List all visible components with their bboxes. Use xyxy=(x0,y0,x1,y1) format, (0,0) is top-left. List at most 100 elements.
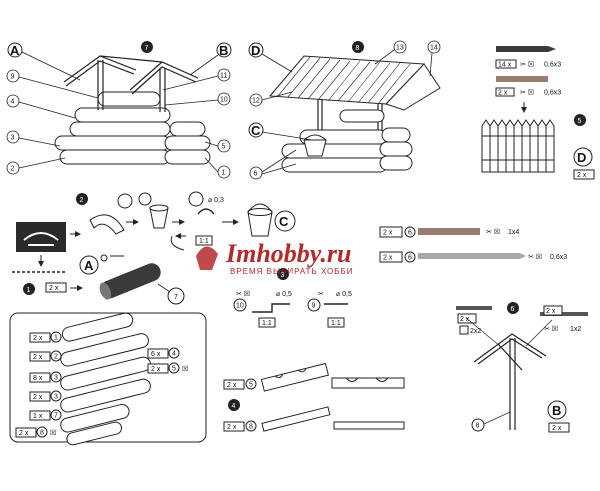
svg-text:☒: ☒ xyxy=(50,429,56,437)
step4-part-5: 5 xyxy=(249,382,253,389)
plist-qty-1: 2 x xyxy=(33,335,43,342)
qty-2x-D: 2 x xyxy=(577,172,587,179)
svg-text:✂ ☒: ✂ ☒ xyxy=(486,228,500,236)
callout-13: 13 xyxy=(396,45,404,52)
size-1x2: 1x2 xyxy=(570,326,581,333)
callout-4: 4 xyxy=(11,99,15,106)
qty-2x-2x2: 2 x xyxy=(460,316,470,323)
plist-part-3a: 3 xyxy=(54,375,58,382)
plist-part-1: 1 xyxy=(54,335,58,342)
section-letter-B: B xyxy=(219,43,228,58)
bucket-card xyxy=(16,222,66,252)
wire-d03: ⌀ 0,3 xyxy=(208,197,224,204)
ratio-bucket: 1:1 xyxy=(199,238,209,245)
callouts-step-7 xyxy=(6,68,231,179)
callout-9: 9 xyxy=(11,74,15,81)
plist-part-8: 8 xyxy=(40,430,44,437)
callout-7-roller: 7 xyxy=(174,294,178,301)
step-4-planks: 2 x 5 4 2 x 8 xyxy=(223,362,405,432)
qty-2x-s4a: 2 x xyxy=(227,382,237,389)
wire-d05-b: ⌀ 0,5 xyxy=(336,291,352,298)
label-A-top: A xyxy=(7,42,81,81)
step-3-wires: 3 ✂ ☒ ⌀ 0,5 ✂ ⌀ 0,5 10 9 1:1 1:1 xyxy=(233,268,352,328)
qty-2x-6a: 2 x xyxy=(383,230,393,237)
plist-part-2: 2 xyxy=(54,354,58,361)
svg-text:✂ ☒: ✂ ☒ xyxy=(520,61,534,69)
ratio-wire-a: 1:1 xyxy=(262,320,272,327)
step4-part-8: 8 xyxy=(249,424,253,431)
label-C-top: C xyxy=(248,122,313,141)
parts-list-panel: 2 x 1 2 x 2 8 x 3 2 x 3 1 x 7 2 x 8 ☒ xyxy=(9,312,207,446)
size-06x3-c: 0,6x3 xyxy=(550,254,567,261)
step6-part-8: 8 xyxy=(476,423,480,430)
callout-6: 6 xyxy=(254,171,258,178)
dark-plank xyxy=(496,46,548,52)
plist-qty-2: 2 x xyxy=(33,354,43,361)
size-1x4: 1x4 xyxy=(508,229,519,236)
callout-3: 3 xyxy=(11,135,15,142)
step-badge-5: 5 xyxy=(578,118,582,125)
plist-qty-8: 2 x xyxy=(19,430,29,437)
section-letter-D: D xyxy=(251,43,260,58)
svg-text:✂: ✂ xyxy=(318,291,324,298)
label-B-top: B xyxy=(189,42,232,76)
step-badge-3: 3 xyxy=(281,272,285,279)
qty-2x-fence: 2 x xyxy=(498,90,508,97)
step-badge-7: 7 xyxy=(145,45,149,52)
qty-2x-B: 2 x xyxy=(552,425,562,432)
step-badge-6: 6 xyxy=(511,306,515,313)
callout-5: 5 xyxy=(222,144,226,151)
step-5-fence-parts: 14 x ✂ ☒ 0,6x3 2 x ✂ ☒ 0,6x3 5 D 2 x xyxy=(481,46,595,180)
callout-14: 14 xyxy=(430,45,438,52)
callout-2: 2 xyxy=(11,166,15,173)
part-6-b: 6 xyxy=(408,255,412,262)
callout-12: 12 xyxy=(252,98,260,105)
callouts-step-8 xyxy=(249,40,441,180)
section-letter-A: A xyxy=(10,43,20,58)
step-7-well-frame: 7 xyxy=(54,41,211,165)
section-letter-C: C xyxy=(251,123,261,138)
watermark-brand: Imhobby.ru xyxy=(225,239,351,268)
callout-9-wire: 9 xyxy=(312,303,316,310)
svg-text:✂ ☒: ✂ ☒ xyxy=(520,89,534,97)
qty-2x-roller: 2 x xyxy=(49,285,59,292)
section-letter-D-fence: D xyxy=(577,150,586,165)
svg-text:✂ ☒: ✂ ☒ xyxy=(544,325,558,333)
plist-qty-1x: 1 x xyxy=(33,413,43,420)
plist-qty-6x: 6 x xyxy=(151,351,161,358)
watermark: Imhobby.ru ВРЕМЯ ВЫБИРАТЬ ХОББИ xyxy=(196,239,354,276)
callout-10-wire: 10 xyxy=(236,303,244,310)
section-letter-A-roller: A xyxy=(84,258,94,273)
plist-part-3b: 3 xyxy=(54,394,58,401)
qty-14x: 14 x xyxy=(498,62,512,69)
step-badge-4: 4 xyxy=(232,403,236,410)
parts-list-rows: 2 x 1 2 x 2 8 x 3 2 x 3 1 x 7 2 x 8 ☒ xyxy=(15,331,188,438)
step-badge-8: 8 xyxy=(356,45,360,52)
size-06x3-a: 0,6x3 xyxy=(544,62,561,69)
callout-1: 1 xyxy=(222,170,226,177)
qty-2x-1x2: 2 x xyxy=(546,308,556,315)
svg-text:☒: ☒ xyxy=(182,365,188,373)
part-6-a: 6 xyxy=(408,230,412,237)
step-1-roller: 1 2 x A 7 xyxy=(12,254,185,305)
step-badge-1: 1 xyxy=(27,287,31,294)
ratio-wire-b: 1:1 xyxy=(331,320,341,327)
plist-qty-3: 2 x xyxy=(33,394,43,401)
callout-11: 11 xyxy=(220,73,227,80)
step-8-roofed-well: 8 xyxy=(268,41,441,173)
size-06x3-b: 0,6x3 xyxy=(544,90,561,97)
step-6-roof-frame: 6 2 x 2x2 2 x ✂ ☒ 1x2 8 B 2 x xyxy=(456,302,588,433)
section-letter-C-bucket: C xyxy=(279,214,289,229)
watermark-tagline: ВРЕМЯ ВЫБИРАТЬ ХОББИ xyxy=(230,267,354,276)
plist-qty-5: 2 x xyxy=(151,366,161,373)
size-2x2: 2x2 xyxy=(470,328,481,335)
brown-plank xyxy=(496,76,548,82)
label-D-top: D xyxy=(248,42,293,73)
svg-text:✂ ☒: ✂ ☒ xyxy=(528,253,542,261)
plist-part-5: 5 xyxy=(172,366,176,373)
wire-d05-a: ⌀ 0,5 xyxy=(276,291,292,298)
plank-parts: 2 x 6 ✂ ☒ 1x4 2 x 6 ✂ ☒ 0,6x3 xyxy=(379,226,567,263)
callout-10: 10 xyxy=(220,97,228,104)
plist-qty-8x: 8 x xyxy=(33,375,43,382)
step-2-bucket: 2 ⌀ 0,3 1:1 C xyxy=(16,191,296,252)
